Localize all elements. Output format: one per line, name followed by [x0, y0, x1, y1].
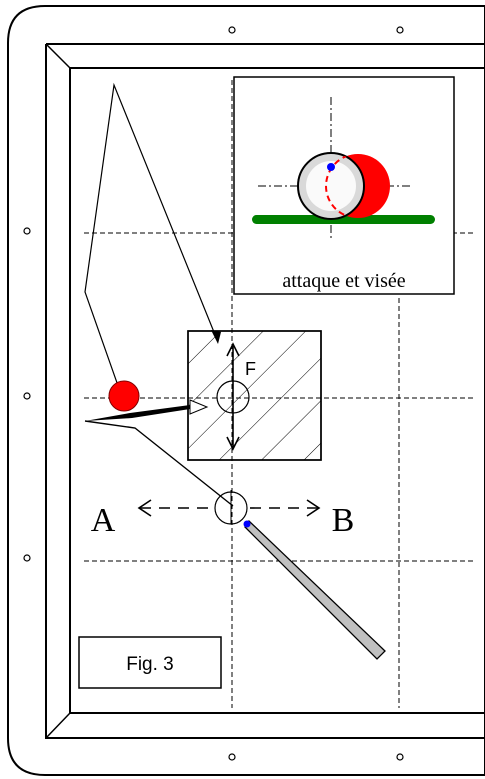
cue-ball-path	[84, 420, 234, 507]
ghost-cue-ball	[216, 380, 250, 414]
hatched-square-border	[187, 330, 322, 461]
cue-stick	[243, 519, 386, 660]
hatched-square	[187, 330, 322, 461]
diamond-marker	[23, 554, 31, 562]
inset-cushion	[252, 215, 435, 224]
diamond-marker	[228, 753, 236, 761]
diamond-marker	[396, 26, 404, 34]
cue-tip	[243, 520, 251, 528]
direction-arrows	[137, 499, 321, 517]
direction-label-a: A	[91, 502, 116, 539]
diamond-marker	[396, 753, 404, 761]
wedge-arrowhead	[189, 399, 209, 415]
direction-label-b: B	[332, 502, 355, 539]
trajectory-arrowhead	[211, 330, 221, 344]
inset-overlap-outline	[325, 153, 359, 219]
table-corner-top	[45, 43, 71, 69]
figure-label: Fig. 3	[126, 654, 174, 675]
impact-zone	[187, 330, 322, 461]
diamond-marker	[23, 227, 31, 235]
ball-trajectory	[84, 82, 219, 398]
aim-inset: attaque et visée	[233, 76, 455, 295]
red-object-ball	[108, 380, 140, 412]
inset-caption: attaque et visée	[282, 270, 405, 292]
force-arrow	[226, 342, 240, 451]
force-label: F	[245, 359, 256, 379]
inset-cue-ball-highlight	[306, 161, 356, 211]
inset-aim-point	[327, 163, 335, 171]
table-corner-bottom	[45, 712, 71, 739]
diamond-marker	[23, 392, 31, 400]
figure-label-box: Fig. 3	[78, 636, 222, 689]
diamond-marker	[228, 26, 236, 34]
cue-ball-path-wedge	[85, 405, 190, 421]
cue-ball-position	[214, 490, 248, 525]
